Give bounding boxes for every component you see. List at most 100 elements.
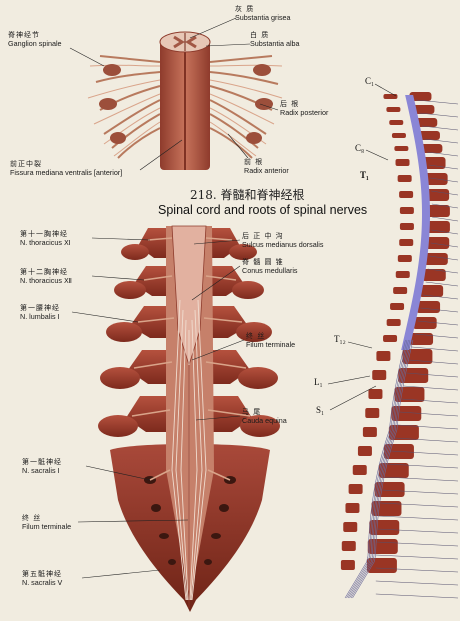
label-lumbalis-i: 第一腰神经 N. lumbalis Ⅰ bbox=[20, 304, 60, 321]
segment-label-t1: T₁ bbox=[360, 170, 369, 180]
spinal-nerve-line bbox=[390, 450, 459, 456]
spinous-process bbox=[397, 175, 412, 182]
vertebra bbox=[425, 189, 450, 201]
vertebra bbox=[417, 131, 440, 140]
spinal-nerve-line bbox=[378, 515, 459, 521]
vertebra bbox=[378, 463, 409, 478]
vertebra bbox=[371, 501, 402, 516]
vertebra bbox=[412, 105, 435, 114]
spinous-process bbox=[386, 319, 401, 326]
vertebra bbox=[420, 144, 443, 153]
cauda-equina-fiber bbox=[350, 339, 412, 599]
spinal-nerve-line bbox=[376, 554, 459, 560]
spinous-process bbox=[394, 146, 409, 151]
spinal-nerve-line bbox=[419, 112, 459, 118]
label-radix-posterior: 后 根 Radix posterior bbox=[280, 100, 329, 117]
spinous-process bbox=[341, 541, 356, 551]
spinous-process bbox=[343, 522, 358, 532]
segment-label-t12: T₁₂ bbox=[334, 334, 346, 344]
segment-label-c8: C₈ bbox=[355, 143, 365, 153]
spinal-nerve-line bbox=[429, 255, 459, 261]
vertebra bbox=[391, 406, 422, 421]
spinal-nerve-line bbox=[375, 580, 459, 586]
spinal-nerve-line bbox=[394, 437, 459, 443]
spinous-process bbox=[383, 335, 398, 342]
spinal-nerve-line bbox=[408, 359, 459, 365]
spinal-nerve-line bbox=[431, 229, 459, 235]
spinal-nerve-line bbox=[375, 567, 459, 573]
spinal-nerve-line bbox=[428, 164, 459, 170]
spinal-nerve-line bbox=[416, 99, 459, 105]
label-thoracicus-xi: 第十一胸神经 N. thoracicus Ⅺ bbox=[20, 230, 71, 247]
label-radix-anterior: 前 根 Radix anterior bbox=[244, 158, 289, 175]
vertebra bbox=[409, 333, 434, 345]
spinal-nerve-line bbox=[397, 424, 459, 430]
spinous-process bbox=[352, 465, 367, 475]
label-substantia-alba: 白 质 Substantia alba bbox=[250, 31, 300, 48]
spinal-nerve-line bbox=[375, 593, 459, 599]
spinous-process bbox=[399, 191, 414, 198]
spinous-process bbox=[376, 351, 391, 361]
vertebra bbox=[421, 157, 446, 169]
spinous-process bbox=[397, 255, 412, 262]
label-fissura-mediana: 前正中裂 Fissura mediana ventralis [anterior… bbox=[10, 160, 123, 177]
spinous-process bbox=[357, 446, 372, 456]
spinal-nerve-line bbox=[431, 203, 459, 209]
spinous-process bbox=[399, 239, 414, 246]
vertebra bbox=[425, 205, 450, 217]
spinous-process bbox=[395, 159, 410, 166]
posterior-spine-illustration bbox=[71, 225, 280, 612]
spinous-process bbox=[348, 484, 363, 494]
spinal-nerve-line bbox=[382, 489, 459, 495]
spinal-nerve-line bbox=[401, 398, 459, 404]
label-sulcus-medianus: 后 正 中 沟 Sulcus medianus dorsalis bbox=[242, 232, 324, 249]
spinal-nerve-line bbox=[376, 541, 459, 547]
label-sacralis-i: 第一骶神经 N. sacralis Ⅰ bbox=[22, 458, 62, 475]
spinal-nerve-line bbox=[431, 216, 459, 222]
spinal-nerve-line bbox=[417, 320, 459, 326]
spinous-process bbox=[399, 223, 414, 230]
spinous-process bbox=[345, 503, 360, 513]
vertebra bbox=[421, 269, 446, 281]
spinous-process bbox=[391, 133, 406, 138]
spinous-process bbox=[390, 303, 405, 310]
label-sacralis-v: 第五骶神经 N. sacralis Ⅴ bbox=[22, 570, 63, 587]
cauda-equina-fiber bbox=[346, 339, 408, 599]
spinous-process bbox=[340, 560, 355, 570]
spinal-nerve-line bbox=[411, 346, 459, 352]
spinous-process bbox=[386, 107, 401, 112]
vertebra bbox=[388, 425, 419, 440]
lateral-spinal-cord bbox=[401, 95, 430, 350]
figure-title: Spinal cord and roots of spinal nerves bbox=[158, 203, 368, 217]
vertebra bbox=[412, 317, 437, 329]
label-ganglion-spinale: 脊神经节 Ganglion spinale bbox=[8, 31, 62, 48]
spinal-nerve-line bbox=[380, 502, 459, 508]
spinal-nerve-line bbox=[414, 333, 459, 339]
spinal-nerve-line bbox=[377, 528, 459, 534]
spinal-nerve-line bbox=[384, 476, 459, 482]
spinal-nerve-line bbox=[406, 372, 459, 378]
label-filum-terminale-right: 终 丝 Filum terminale bbox=[246, 332, 296, 349]
spinal-nerve-line bbox=[420, 307, 459, 313]
spinous-process bbox=[399, 207, 414, 214]
figure-number: 218. 脊髓和脊神经根 bbox=[190, 188, 305, 202]
label-conus-medullaris: 脊 髓 圆 锥 Conus medullaris bbox=[242, 258, 298, 275]
segment-label-s1: S₁ bbox=[316, 405, 325, 415]
spinal-nerve-line bbox=[423, 294, 459, 300]
spinal-nerve-line bbox=[387, 463, 459, 469]
spinous-process bbox=[383, 94, 398, 99]
spinous-process bbox=[393, 287, 408, 294]
spinal-nerve-line bbox=[427, 268, 459, 274]
spinous-process bbox=[372, 370, 387, 380]
label-cauda-equina: 马 尾 Cauda equina bbox=[242, 408, 287, 425]
vertebra bbox=[425, 237, 450, 249]
segment-label-c1: C₁ bbox=[365, 76, 375, 86]
vertebra bbox=[409, 92, 432, 101]
label-substantia-grisea: 灰 质 Substantia grisea bbox=[235, 5, 291, 22]
spinal-nerve-line bbox=[430, 242, 459, 248]
cauda-equina-fiber bbox=[347, 339, 409, 599]
vertebra bbox=[394, 387, 425, 402]
spinous-process bbox=[395, 271, 410, 278]
cord-segment-illustration bbox=[69, 17, 283, 171]
